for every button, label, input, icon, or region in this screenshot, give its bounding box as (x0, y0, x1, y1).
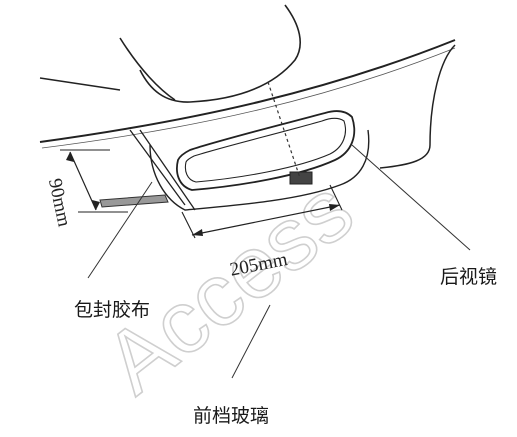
windshield-leader (231, 304, 271, 379)
windshield-label: 前档玻璃 (193, 405, 269, 427)
mirror-label: 后视镜 (440, 266, 497, 288)
tape-strip (129, 129, 196, 211)
tape-label: 包封胶布 (74, 299, 150, 321)
roof-panel (139, 4, 301, 103)
roof-outline (119, 37, 176, 101)
center-line (267, 81, 301, 179)
tape-leader (87, 181, 153, 279)
height-dimension-label: 90mm (44, 177, 75, 229)
rearview-mirror (176, 110, 356, 191)
width-dimension (181, 184, 343, 239)
headliner-edge (39, 77, 121, 91)
mirror-housing (149, 129, 370, 211)
windshield-top-edge (39, 39, 456, 143)
mirror-leader (351, 144, 471, 251)
trim-right (379, 44, 456, 169)
windshield-top-edge-inner (41, 47, 456, 149)
tape-band (99, 194, 169, 208)
height-dimension (60, 149, 128, 213)
